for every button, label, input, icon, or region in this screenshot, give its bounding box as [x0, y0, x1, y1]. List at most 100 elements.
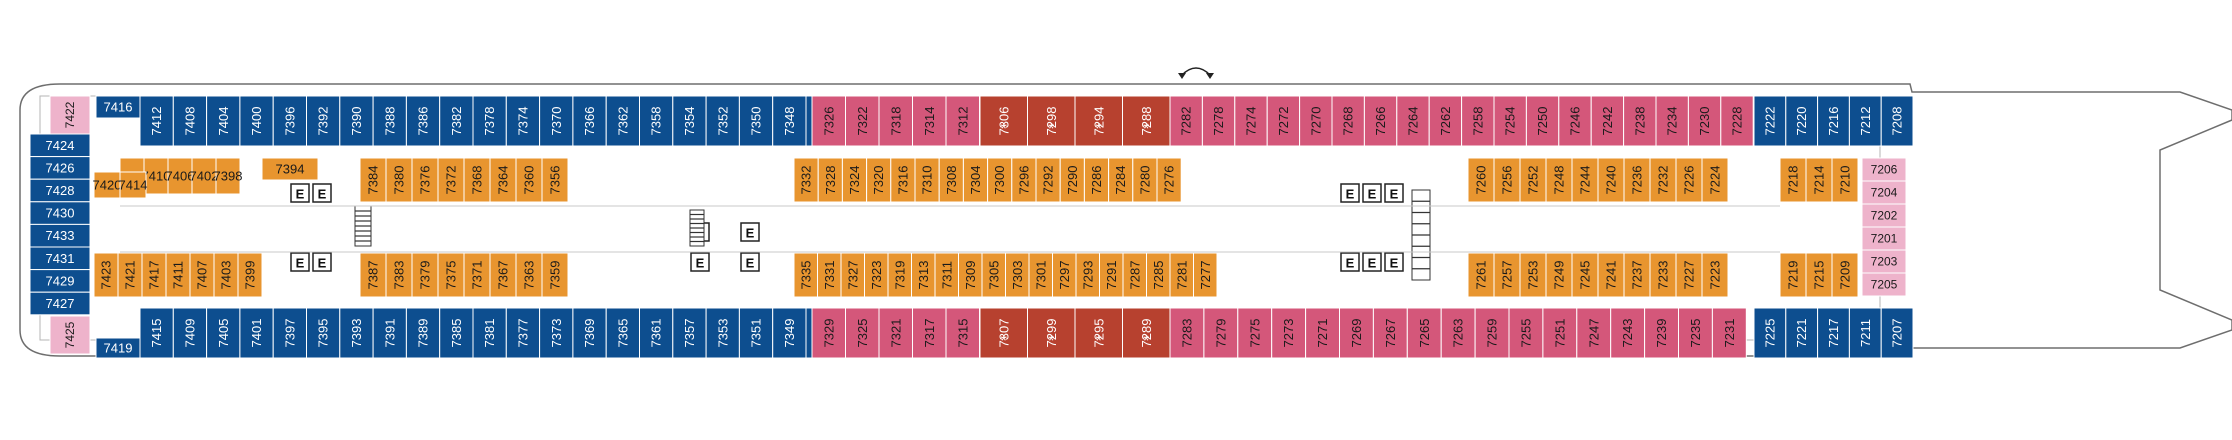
cabin-7348[interactable]: 7348 — [772, 95, 807, 147]
cabin-7210[interactable]: 7210 — [1831, 157, 1859, 203]
cabin-7368[interactable]: 7368 — [463, 157, 491, 203]
cabin-7363[interactable]: 7363 — [515, 252, 543, 298]
cabin-7301[interactable]: 7301 — [1028, 252, 1053, 298]
cabin-7291[interactable]: 7291 — [1099, 252, 1124, 298]
cabin-7425[interactable]: 7425 — [49, 315, 91, 355]
cabin-7282[interactable]: 7282 — [1169, 95, 1203, 147]
cabin-7280[interactable]: 7280 — [1132, 157, 1158, 203]
cabin-7255[interactable]: 7255 — [1508, 307, 1544, 359]
cabin-7379[interactable]: 7379 — [411, 252, 439, 298]
cabin-7219[interactable]: 7219 — [1779, 252, 1807, 298]
cabin-7371[interactable]: 7371 — [463, 252, 491, 298]
cabin-7250[interactable]: 7250 — [1525, 95, 1560, 147]
cabin-7393[interactable]: 7393 — [339, 307, 374, 359]
cabin-7223[interactable]: 7223 — [1701, 252, 1729, 298]
cabin-7411[interactable]: 7411 — [165, 252, 191, 298]
cabin-7221[interactable]: 7221 — [1785, 307, 1819, 359]
cabin-7295[interactable]: 7295* — [1074, 307, 1123, 359]
cabin-7364[interactable]: 7364 — [489, 157, 517, 203]
cabin-7299[interactable]: 7299* — [1027, 307, 1076, 359]
cabin-7286[interactable]: 7286 — [1083, 157, 1110, 203]
cabin-7386[interactable]: 7386 — [405, 95, 441, 147]
cabin-7233[interactable]: 7233 — [1649, 252, 1677, 298]
cabin-7360[interactable]: 7360 — [515, 157, 543, 203]
cabin-7404[interactable]: 7404 — [206, 95, 241, 147]
cabin-7374[interactable]: 7374 — [505, 95, 541, 147]
cabin-7403[interactable]: 7403 — [213, 252, 239, 298]
cabin-7410[interactable]: 7410 — [142, 157, 171, 195]
cabin-7422[interactable]: 7422 — [49, 95, 91, 135]
cabin-7256[interactable]: 7256 — [1493, 157, 1521, 203]
cabin-7297[interactable]: 7297 — [1052, 252, 1077, 298]
cabin-7372[interactable]: 7372 — [437, 157, 465, 203]
cabin-7208[interactable]: 7208 — [1880, 95, 1914, 147]
cabin-7305[interactable]: 7305 — [981, 252, 1006, 298]
cabin-7392[interactable]: 7392 — [306, 95, 341, 147]
cabin-7276[interactable]: 7276 — [1156, 157, 1182, 203]
cabin-7397[interactable]: 7397 — [272, 307, 308, 359]
cabin-7289[interactable]: 7289* — [1122, 307, 1171, 359]
cabin-7433[interactable]: 7433 — [29, 223, 91, 248]
cabin-7202[interactable]: 7202 — [1861, 203, 1907, 228]
cabin-7324[interactable]: 7324 — [841, 157, 868, 203]
cabin-7277[interactable]: 7277 — [1193, 252, 1218, 298]
cabin-7356[interactable]: 7356 — [541, 157, 569, 203]
cabin-7349[interactable]: 7349 — [772, 307, 807, 359]
cabin-7387[interactable]: 7387 — [359, 252, 387, 298]
cabin-7249[interactable]: 7249 — [1545, 252, 1573, 298]
cabin-7234[interactable]: 7234 — [1655, 95, 1689, 147]
cabin-7395[interactable]: 7395 — [306, 307, 341, 359]
cabin-7222[interactable]: 7222 — [1753, 95, 1787, 147]
cabin-7389[interactable]: 7389 — [405, 307, 441, 359]
cabin-7275[interactable]: 7275 — [1237, 307, 1273, 359]
cabin-7203[interactable]: 7203 — [1861, 249, 1907, 274]
cabin-7407[interactable]: 7407 — [189, 252, 215, 298]
cabin-7332[interactable]: 7332 — [793, 157, 819, 203]
cabin-7321[interactable]: 7321 — [878, 307, 913, 359]
cabin-7308[interactable]: 7308 — [938, 157, 964, 203]
cabin-7269[interactable]: 7269 — [1339, 307, 1374, 359]
cabin-7272[interactable]: 7272 — [1266, 95, 1301, 147]
cabin-7420[interactable]: 7420 — [93, 171, 122, 199]
cabin-7290[interactable]: 7290 — [1059, 157, 1085, 203]
cabin-7224[interactable]: 7224 — [1701, 157, 1729, 203]
cabin-7315[interactable]: 7315 — [945, 307, 980, 359]
cabin-7359[interactable]: 7359 — [541, 252, 569, 298]
cabin-7207[interactable]: 7207 — [1880, 307, 1914, 359]
cabin-7398[interactable]: 7398 — [214, 157, 243, 195]
cabin-7352[interactable]: 7352 — [705, 95, 740, 147]
cabin-7253[interactable]: 7253 — [1519, 252, 1547, 298]
cabin-7216[interactable]: 7216 — [1817, 95, 1850, 147]
cabin-7381[interactable]: 7381 — [472, 307, 507, 359]
cabin-7375[interactable]: 7375 — [437, 252, 465, 298]
cabin-7260[interactable]: 7260 — [1467, 157, 1495, 203]
cabin-7236[interactable]: 7236 — [1623, 157, 1651, 203]
cabin-7399[interactable]: 7399 — [237, 252, 263, 298]
cabin-7279[interactable]: 7279 — [1203, 307, 1239, 359]
cabin-7248[interactable]: 7248 — [1545, 157, 1573, 203]
cabin-7226[interactable]: 7226 — [1675, 157, 1703, 203]
cabin-7235[interactable]: 7235 — [1678, 307, 1713, 359]
cabin-7281[interactable]: 7281 — [1169, 252, 1194, 298]
cabin-7228[interactable]: 7228 — [1720, 95, 1754, 147]
cabin-7245[interactable]: 7245 — [1571, 252, 1599, 298]
cabin-7240[interactable]: 7240 — [1597, 157, 1625, 203]
cabin-7278[interactable]: 7278 — [1201, 95, 1236, 147]
cabin-7326[interactable]: 7326 — [811, 95, 846, 147]
cabin-7254[interactable]: 7254 — [1493, 95, 1527, 147]
cabin-7217[interactable]: 7217 — [1817, 307, 1850, 359]
cabin-7287[interactable]: 7287 — [1122, 252, 1147, 298]
cabin-7241[interactable]: 7241 — [1597, 252, 1625, 298]
cabin-7325[interactable]: 7325 — [845, 307, 880, 359]
cabin-7328[interactable]: 7328 — [817, 157, 843, 203]
cabin-7215[interactable]: 7215 — [1805, 252, 1833, 298]
cabin-7414[interactable]: 7414 — [119, 171, 148, 199]
cabin-7271[interactable]: 7271 — [1305, 307, 1340, 359]
cabin-7427[interactable]: 7427 — [29, 291, 91, 316]
cabin-7270[interactable]: 7270 — [1299, 95, 1333, 147]
cabin-7351[interactable]: 7351 — [738, 307, 774, 359]
cabin-7391[interactable]: 7391 — [372, 307, 407, 359]
cabin-7409[interactable]: 7409 — [172, 307, 208, 359]
cabin-7417[interactable]: 7417 — [141, 252, 167, 298]
cabin-7242[interactable]: 7242 — [1590, 95, 1625, 147]
